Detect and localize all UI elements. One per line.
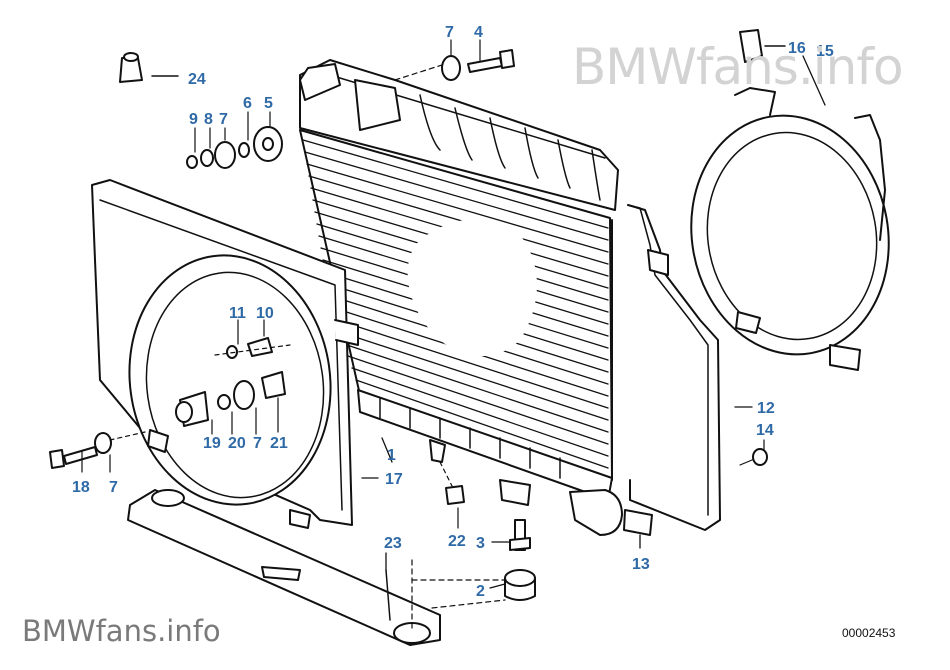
callout-16: 16	[788, 40, 806, 57]
callout-14: 14	[756, 422, 774, 439]
mount-stack-upper	[186, 111, 283, 169]
callout-7-fan: 7	[253, 435, 262, 452]
callout-2: 2	[476, 583, 485, 600]
callout-22: 22	[448, 533, 466, 550]
document-id: 00002453	[842, 626, 896, 640]
callout-17: 17	[385, 471, 403, 488]
lower-mount-2-3	[411, 519, 536, 633]
watermark-top-suffix: .info	[797, 38, 904, 96]
callout-6: 6	[243, 95, 252, 112]
screw-14	[739, 439, 768, 466]
rubber-cap-24	[119, 52, 179, 83]
clip-16	[739, 29, 786, 63]
callout-8: 8	[204, 111, 213, 128]
leader-lines	[361, 55, 826, 589]
callout-20: 20	[228, 435, 246, 452]
callout-7-upper: 7	[219, 111, 228, 128]
support-bar	[127, 489, 441, 646]
side-bracket	[623, 204, 721, 536]
fan-shroud-left	[91, 179, 359, 529]
callout-9: 9	[189, 111, 198, 128]
watermark-bottom: BMWfans.info	[22, 614, 221, 648]
callout-4: 4	[474, 24, 483, 41]
callout-12: 12	[757, 400, 775, 417]
callout-7-top: 7	[445, 24, 454, 41]
callout-1: 1	[387, 447, 396, 464]
watermark-bottom-suffix: .info	[157, 614, 221, 648]
callout-11: 11	[229, 305, 246, 322]
callout-18: 18	[72, 479, 90, 496]
callout-13: 13	[632, 556, 650, 573]
callout-24: 24	[188, 71, 206, 88]
callout-5: 5	[264, 95, 273, 112]
bolt-18	[49, 431, 146, 473]
callouts: 1 2 3 4 5 6 7 7 7 7 8 9 10 11 12 13 14 1…	[72, 24, 834, 600]
radiator	[299, 59, 623, 536]
fan-shroud-right	[690, 87, 890, 371]
callout-10: 10	[256, 305, 274, 322]
callout-15: 15	[816, 43, 834, 60]
callout-21: 21	[270, 435, 288, 452]
callout-23: 23	[384, 535, 402, 552]
callout-3: 3	[476, 535, 485, 552]
watermark-top-brand: BMWfans	[572, 38, 799, 96]
callout-19: 19	[203, 435, 221, 452]
callout-7-bolt: 7	[109, 479, 118, 496]
drain-plug-22	[439, 461, 465, 529]
watermark-top: BMWfans.info	[572, 38, 904, 96]
fan-mount-parts	[175, 319, 291, 435]
mount-stack-top	[394, 39, 515, 81]
watermark-bottom-brand: BMWfans	[22, 614, 158, 648]
